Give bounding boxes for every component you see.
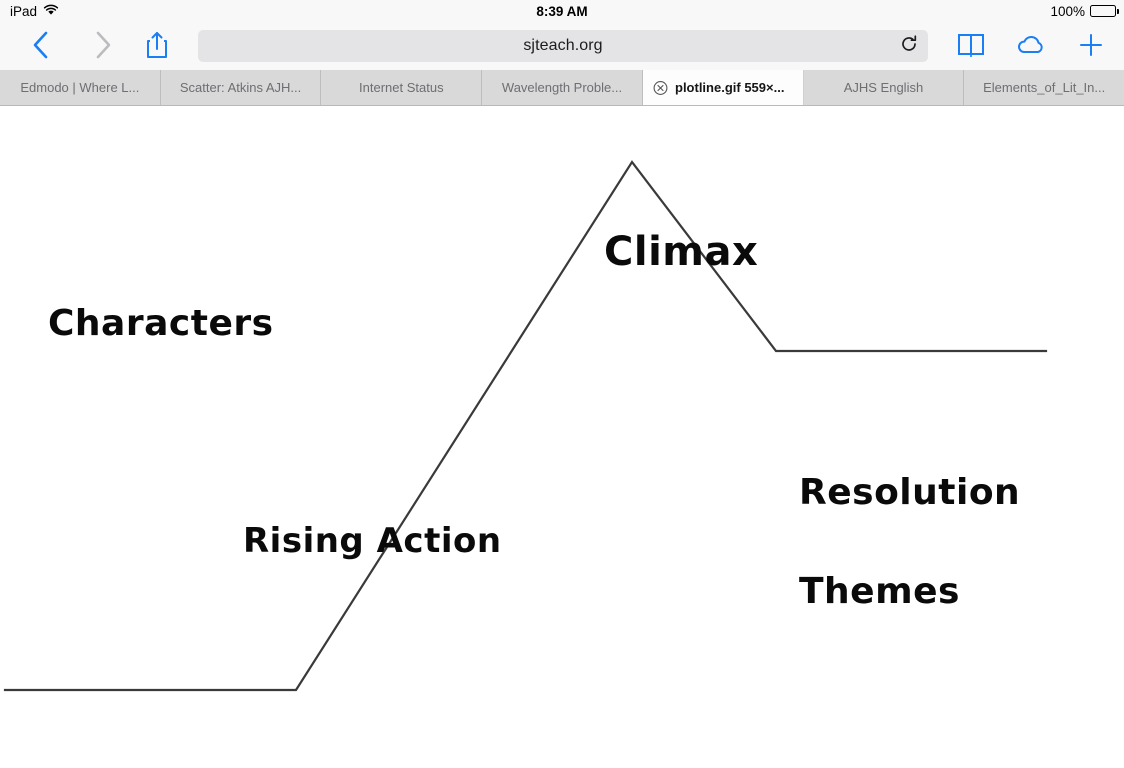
tab-title: Internet Status <box>359 80 444 95</box>
label-rising-action: Rising Action <box>243 521 502 561</box>
browser-tab[interactable]: Internet Status <box>321 70 483 105</box>
open-book-icon <box>956 31 986 62</box>
plot-diagram-image <box>3 160 1048 692</box>
chevron-right-icon <box>92 30 114 63</box>
battery-full-icon <box>1090 5 1119 17</box>
browser-tab[interactable]: Scatter: Atkins AJH... <box>160 70 322 105</box>
label-characters: Characters <box>48 303 274 344</box>
plus-icon <box>1077 31 1105 62</box>
ios-status-bar: iPad 8:39 AM 100% <box>0 0 1124 22</box>
browser-tab[interactable]: plotline.gif 559×... <box>642 70 804 105</box>
wifi-icon <box>43 4 59 19</box>
tab-title: AJHS English <box>843 80 924 95</box>
browser-tab[interactable]: Edmodo | Where L... <box>0 70 161 105</box>
new-tab-button[interactable] <box>1072 29 1110 63</box>
address-bar-url: sjteach.org <box>523 37 603 54</box>
carrier-label: iPad <box>10 3 38 19</box>
close-circle-icon[interactable] <box>653 80 668 95</box>
share-up-arrow-icon <box>144 30 170 63</box>
label-resolution: Resolution <box>799 472 1021 513</box>
tab-bar: Edmodo | Where L... Scatter: Atkins AJH..… <box>0 70 1124 106</box>
reload-button[interactable] <box>898 34 920 59</box>
status-bar-left: iPad <box>10 4 59 19</box>
share-button[interactable] <box>140 29 174 63</box>
tab-title: Wavelength Proble... <box>501 80 623 95</box>
bookmarks-button[interactable] <box>952 29 990 63</box>
tab-title: Elements_of_Lit_In... <box>983 80 1106 95</box>
forward-button[interactable] <box>86 29 120 63</box>
status-bar-clock: 8:39 AM <box>536 3 588 19</box>
browser-tab[interactable]: Wavelength Proble... <box>482 70 643 105</box>
tab-title: Scatter: Atkins AJH... <box>179 80 302 95</box>
cloud-icon <box>1016 32 1050 61</box>
plot-line <box>3 160 1048 692</box>
tab-title: Edmodo | Where L... <box>20 80 140 95</box>
reload-icon <box>899 34 919 59</box>
label-climax: Climax <box>604 229 759 275</box>
back-button[interactable] <box>24 29 58 63</box>
battery-percent-label: 100% <box>1050 3 1085 19</box>
tab-title: plotline.gif 559×... <box>675 80 785 95</box>
browser-tab[interactable]: Elements_of_Lit_In... <box>964 70 1124 105</box>
address-bar[interactable]: sjteach.org <box>198 30 928 62</box>
icloud-tabs-button[interactable] <box>1014 29 1052 63</box>
browser-tab[interactable]: AJHS English <box>803 70 965 105</box>
web-page-content: Climax Characters Rising Action Resoluti… <box>0 106 1124 768</box>
label-themes: Themes <box>799 571 960 612</box>
browser-toolbar: sjteach.org <box>0 22 1124 70</box>
status-bar-right: 100% <box>1050 3 1119 19</box>
chevron-left-icon <box>30 30 52 63</box>
